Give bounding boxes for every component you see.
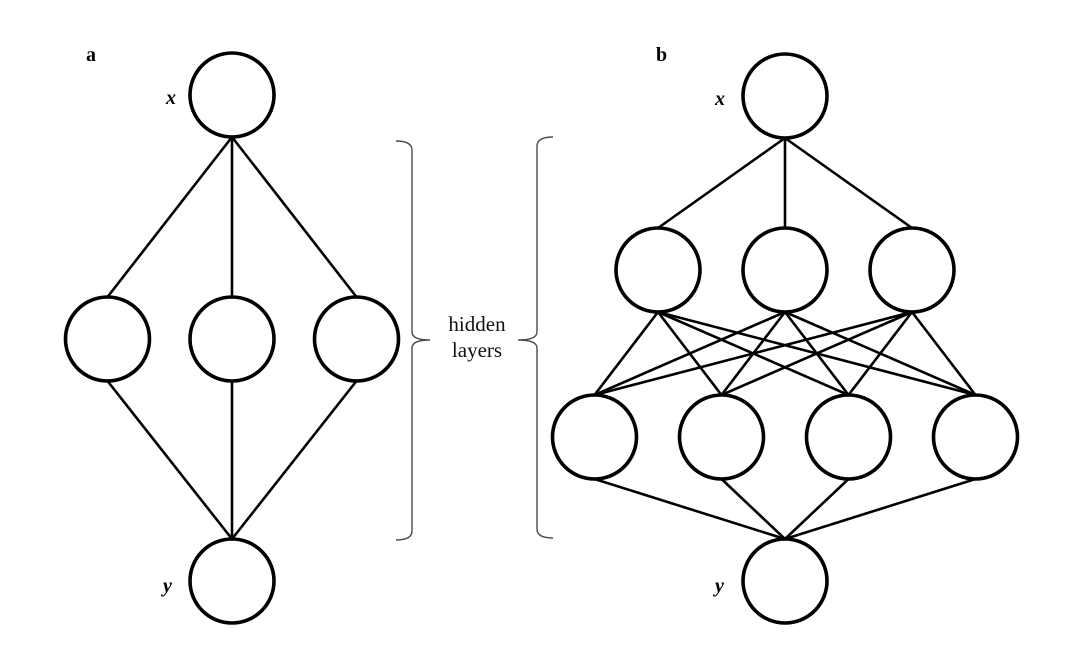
input-label-b: x [714,88,725,110]
node-b-hidden1-2 [868,226,956,314]
node-a-hidden1-1 [188,295,276,383]
edge-b-l2n3-l3n0 [783,477,977,541]
node-b-hidden2-2 [804,393,893,481]
edge-b-l1n2-l2n0 [593,310,914,397]
panel-label-b: b [656,44,667,66]
edge-a-l1n0-l2n0 [106,379,234,541]
hidden-layers-caption-line1: hidden [448,312,506,336]
node-a-hidden1-0 [63,295,152,383]
panel-label-a: a [86,44,96,66]
node-a-input-0 [188,51,276,139]
edge-a-l1n2-l2n0 [230,379,358,541]
edge-b-l2n0-l3n0 [593,477,787,541]
brace-right [517,136,554,539]
node-b-hidden2-1 [677,393,766,481]
edge-a-l0n0-l1n0 [106,135,234,299]
input-label-a: x [165,87,176,109]
node-b-hidden1-0 [614,226,702,314]
edge-a-l0n0-l1n2 [230,135,358,299]
nodes [63,51,1020,625]
edge-b-l2n2-l3n0 [783,477,850,541]
output-label-a: y [161,575,172,597]
node-b-hidden2-3 [931,393,1020,481]
edge-b-l1n2-l2n3 [910,310,977,397]
edge-b-l1n1-l2n0 [593,310,787,397]
edge-b-l1n2-l2n2 [847,310,914,397]
edge-b-l1n0-l2n0 [593,310,660,397]
edges [106,135,977,541]
node-a-output-0 [188,537,276,625]
output-label-b: y [713,575,724,597]
node-a-hidden1-2 [312,295,401,383]
brace-left [395,140,431,541]
edge-b-l0n0-l1n2 [783,136,914,230]
node-b-hidden1-1 [741,226,829,314]
edge-b-l2n1-l3n0 [720,477,787,541]
node-b-output-0 [741,537,829,625]
edge-b-l1n2-l2n1 [720,310,914,397]
node-b-input-0 [741,52,829,140]
node-b-hidden2-0 [550,393,639,481]
edge-b-l0n0-l1n0 [656,136,787,230]
hidden-layers-caption-line2: layers [452,338,502,362]
